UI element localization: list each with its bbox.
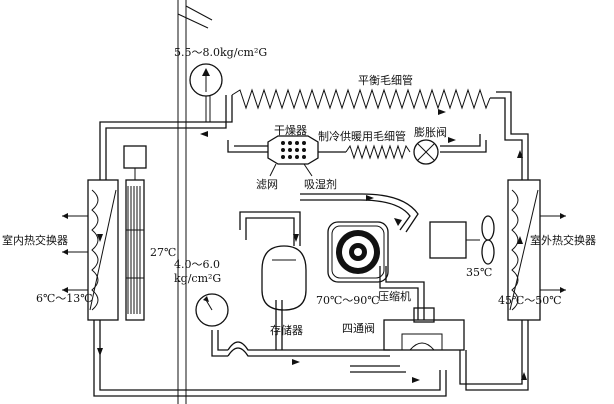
cool-heat-capillary xyxy=(345,144,411,160)
outdoor-fan xyxy=(429,215,495,265)
high-pressure-gauge xyxy=(189,63,223,122)
balance-capillary-label: 平衡毛细管 xyxy=(358,73,413,87)
indoor-heat-exchanger xyxy=(62,179,119,321)
outdoor-temp-label: 45℃～50℃ xyxy=(498,294,562,307)
compressor-label: 压缩机 xyxy=(378,289,411,303)
low-pressure-label-1: 4.0～6.0 xyxy=(174,258,220,271)
accumulator xyxy=(261,245,307,311)
cool-heat-capillary-label: 制冷供暖用毛细管 xyxy=(318,129,406,143)
mast xyxy=(177,0,213,404)
compressor xyxy=(327,221,389,283)
dryer-label: 干燥器 xyxy=(274,124,307,137)
four-way-valve xyxy=(383,307,465,351)
indoor-hx-label: 室内热交换器 xyxy=(2,233,68,247)
temp-27-label: 27℃ xyxy=(150,246,176,259)
accumulator-label: 存储器 xyxy=(270,323,303,337)
expansion-valve-label: 膨胀阀 xyxy=(414,125,447,139)
temp-35-label: 35℃ xyxy=(466,266,492,279)
compressor-intake-arrow xyxy=(366,195,402,226)
outdoor-heat-exchanger xyxy=(507,179,566,321)
flow-arrows xyxy=(97,109,527,383)
four-way-valve-label: 四通阀 xyxy=(342,321,375,335)
low-pressure-gauge xyxy=(195,293,229,327)
dryer xyxy=(267,135,319,177)
piping xyxy=(93,91,529,397)
indoor-temp-label: 6℃～13℃ xyxy=(36,292,93,305)
filter-label: 滤网 xyxy=(256,178,278,191)
high-pressure-label: 5.5～8.0kg/cm²G xyxy=(174,46,267,59)
balance-capillary xyxy=(231,88,491,110)
desiccant-label: 吸湿剂 xyxy=(304,177,337,191)
outdoor-hx-label: 室外热交换器 xyxy=(530,233,596,247)
temp-70-90-label: 70℃～90℃ xyxy=(316,294,380,307)
expansion-valve xyxy=(413,139,439,165)
indoor-fan xyxy=(123,145,147,321)
low-pressure-label-2: kg/cm²G xyxy=(174,272,221,285)
